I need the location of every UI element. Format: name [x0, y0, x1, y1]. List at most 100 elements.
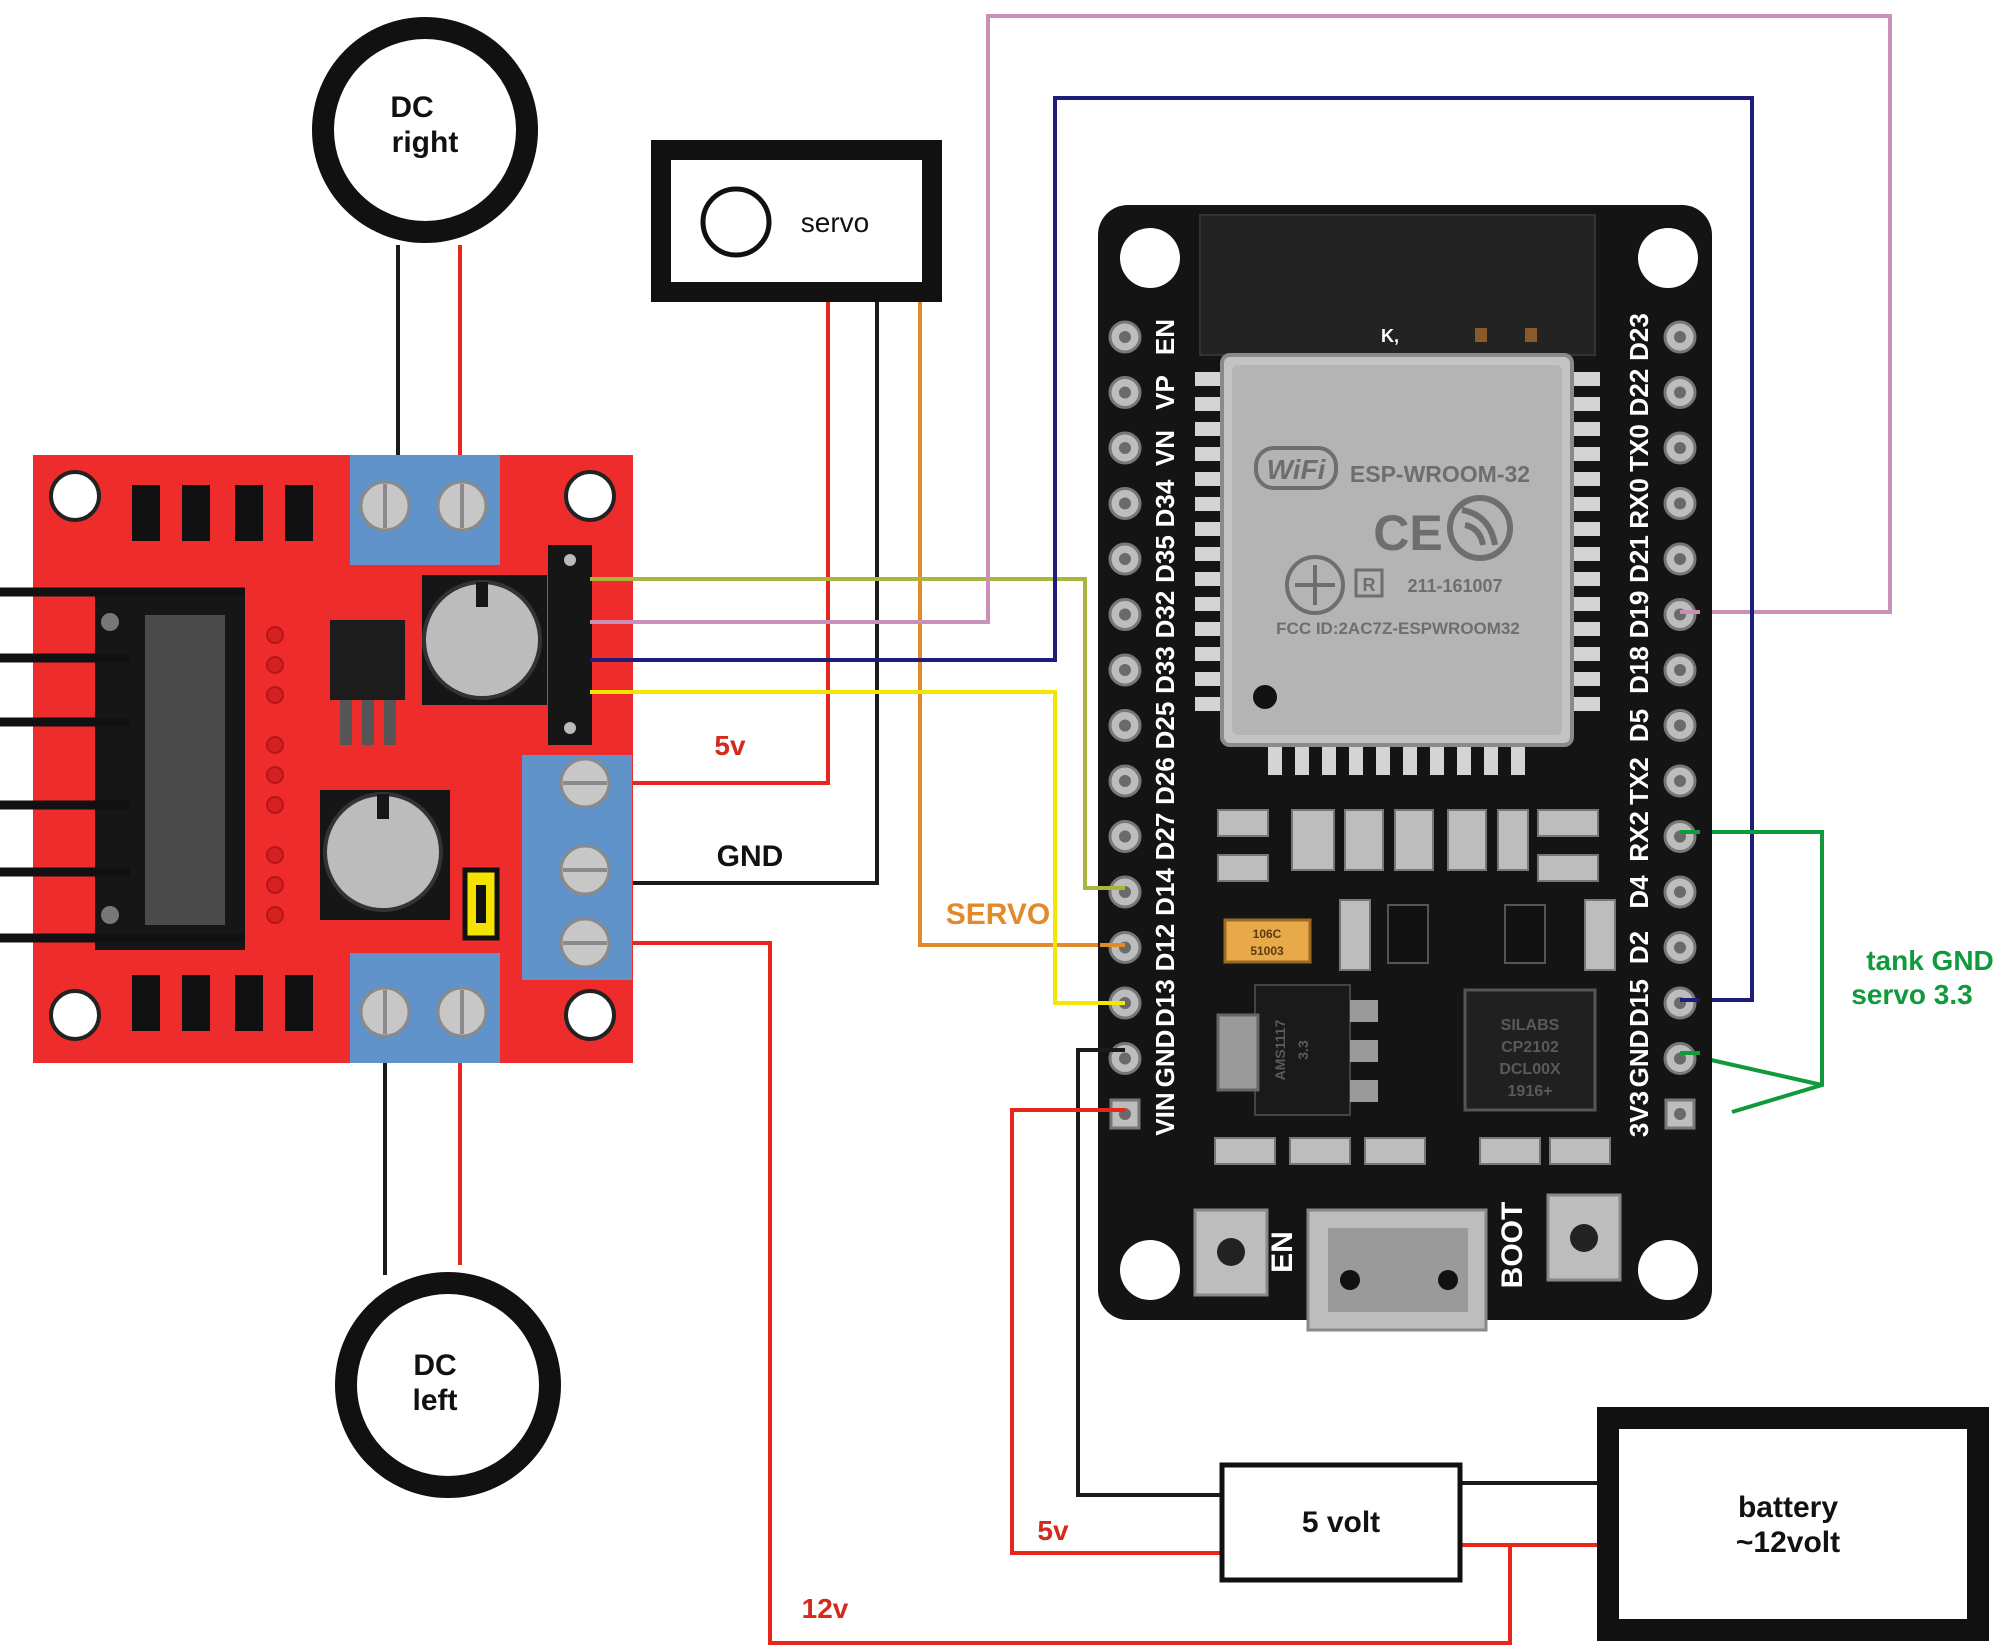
wire-yellow-d13	[590, 690, 1122, 1005]
esp-right-pin-4	[1663, 542, 1697, 576]
wires	[383, 14, 1892, 1645]
esp-left-pin-1	[1108, 376, 1142, 409]
module-pad	[1268, 745, 1282, 775]
module-pad	[1195, 697, 1223, 711]
esp-right-pin-label-7: D5	[1624, 709, 1654, 742]
tank-note-line2: servo 3.3	[1851, 979, 1972, 1010]
module-pad	[1195, 472, 1223, 486]
esp-right-pin-label-2: TX0	[1624, 424, 1654, 472]
esp-usb-chip-line3: DCL00X	[1499, 1061, 1561, 1078]
esp-left-pin-label-2: VN	[1150, 430, 1180, 466]
esp-right-pin-label-11: D2	[1624, 931, 1654, 964]
esp-right-pin-7	[1663, 709, 1697, 742]
driver-capacitor-1	[422, 575, 547, 705]
esp-cert-number: 211-161007	[1407, 576, 1502, 596]
regulator-label: 5 volt	[1302, 1506, 1380, 1539]
esp-ldo: AMS1117 3.3	[1216, 984, 1378, 1116]
module-pad	[1430, 745, 1444, 775]
esp-module: WiFi ESP-WROOM-32 CE R 211-161007 FCC ID…	[1220, 353, 1574, 747]
module-pad	[1457, 745, 1471, 775]
esp-module-pads	[1195, 372, 1600, 775]
esp-left-pin-label-10: D14	[1150, 868, 1180, 916]
esp-right-pin-11	[1663, 931, 1697, 964]
module-pad	[1195, 572, 1223, 586]
esp-left-pin-label-8: D26	[1150, 757, 1180, 805]
driver-hole-bl	[49, 989, 101, 1041]
module-pad	[1511, 745, 1525, 775]
module-pad	[1322, 745, 1336, 775]
esp-right-pin-label-1: D22	[1624, 369, 1654, 417]
module-pad	[1572, 672, 1600, 686]
esp32-board: K, WiFi ESP-WROOM-32 CE	[1098, 205, 1712, 1332]
wire-olive-d14	[590, 577, 1122, 890]
esp-left-pin-label-1: VP	[1150, 375, 1180, 410]
esp-right-pin-label-10: D4	[1624, 875, 1654, 909]
svg-text:R: R	[1363, 575, 1376, 595]
dc-left-line1: DC	[413, 1349, 456, 1382]
esp-passives	[1214, 809, 1616, 1165]
esp-right-pin-label-13: GND	[1624, 1030, 1654, 1088]
esp-right-pin-2	[1663, 431, 1697, 465]
module-pad	[1572, 597, 1600, 611]
driver-terminal-power	[522, 755, 632, 980]
en-button[interactable]	[1193, 1208, 1269, 1297]
module-pad	[1572, 522, 1600, 536]
esp-left-pin-label-14: VIN	[1150, 1092, 1180, 1135]
esp-left-pin-14	[1109, 1098, 1141, 1130]
esp-right-pin-1	[1663, 376, 1697, 409]
esp-ldo-name: AMS1117	[1272, 1019, 1288, 1080]
esp-right-pin-labels: D23D22TX0RX0D21D19D18D5TX2RX2D4D2D15GND3…	[1624, 313, 1654, 1137]
esp-right-pin-label-3: RX0	[1624, 478, 1654, 529]
esp-usb-chip-line1: SILABS	[1501, 1017, 1560, 1034]
label-5v-servo: 5v	[714, 730, 746, 761]
servo-label: servo	[801, 207, 869, 238]
module-pad	[1295, 745, 1309, 775]
esp-right-pin-label-0: D23	[1624, 313, 1654, 361]
module-pad	[1572, 647, 1600, 661]
module-pad	[1572, 572, 1600, 586]
esp-tantalum-cap	[1223, 918, 1312, 964]
esp-hole-tr	[1638, 228, 1698, 288]
driver-diodes-bottom	[132, 975, 313, 1031]
cert-mark-icon	[1285, 555, 1345, 615]
module-pad	[1572, 472, 1600, 486]
label-gnd: GND	[717, 840, 784, 873]
esp-right-pin-label-6: D18	[1624, 646, 1654, 694]
esp-left-pin-label-12: D13	[1150, 979, 1180, 1027]
dc-left-line2: left	[413, 1384, 458, 1417]
esp-right-pin-6	[1663, 653, 1697, 687]
espressif-logo-icon	[1447, 495, 1513, 561]
module-pad	[1195, 522, 1223, 536]
esp-usb-chip: SILABS CP2102 DCL00X 1916+	[1463, 988, 1597, 1112]
esp-usb-chip-line4: 1916+	[1508, 1083, 1553, 1100]
en-button-label: EN	[1266, 1231, 1299, 1273]
esp-left-pin-3	[1108, 487, 1142, 520]
module-pad	[1484, 745, 1498, 775]
regulator-5v: 5 volt	[1219, 1462, 1463, 1583]
module-pad	[1195, 622, 1223, 636]
boot-button-label: BOOT	[1496, 1202, 1529, 1289]
module-pad	[1572, 497, 1600, 511]
esp-fcc-id: FCC ID:2AC7Z-ESPWROOM32	[1276, 619, 1520, 638]
esp-left-pin-0	[1108, 320, 1142, 354]
esp-left-pin-9	[1108, 820, 1142, 853]
esp-hole-tl	[1120, 228, 1180, 288]
esp-right-pin-0	[1663, 320, 1697, 354]
esp-hole-br	[1638, 1240, 1698, 1300]
module-pad	[1572, 697, 1600, 711]
esp-right-pin-14	[1664, 1098, 1696, 1130]
module-pad	[1195, 597, 1223, 611]
module-pad	[1572, 372, 1600, 386]
driver-chip-legs	[0, 587, 245, 943]
motor-driver-board	[0, 455, 633, 1063]
module-pad	[1403, 745, 1417, 775]
esp-right-pin-12	[1663, 986, 1697, 1020]
driver-terminal-out-left	[350, 953, 500, 1063]
dc-right-line2: right	[392, 126, 459, 159]
wire-navy-d15	[590, 96, 1754, 1002]
wire-pink-d19	[590, 14, 1892, 624]
esp-right-pin-9	[1663, 820, 1697, 853]
boot-button[interactable]	[1546, 1193, 1622, 1282]
esp-right-pin-label-4: D21	[1624, 535, 1654, 583]
esp-right-pin-13	[1663, 1042, 1697, 1075]
